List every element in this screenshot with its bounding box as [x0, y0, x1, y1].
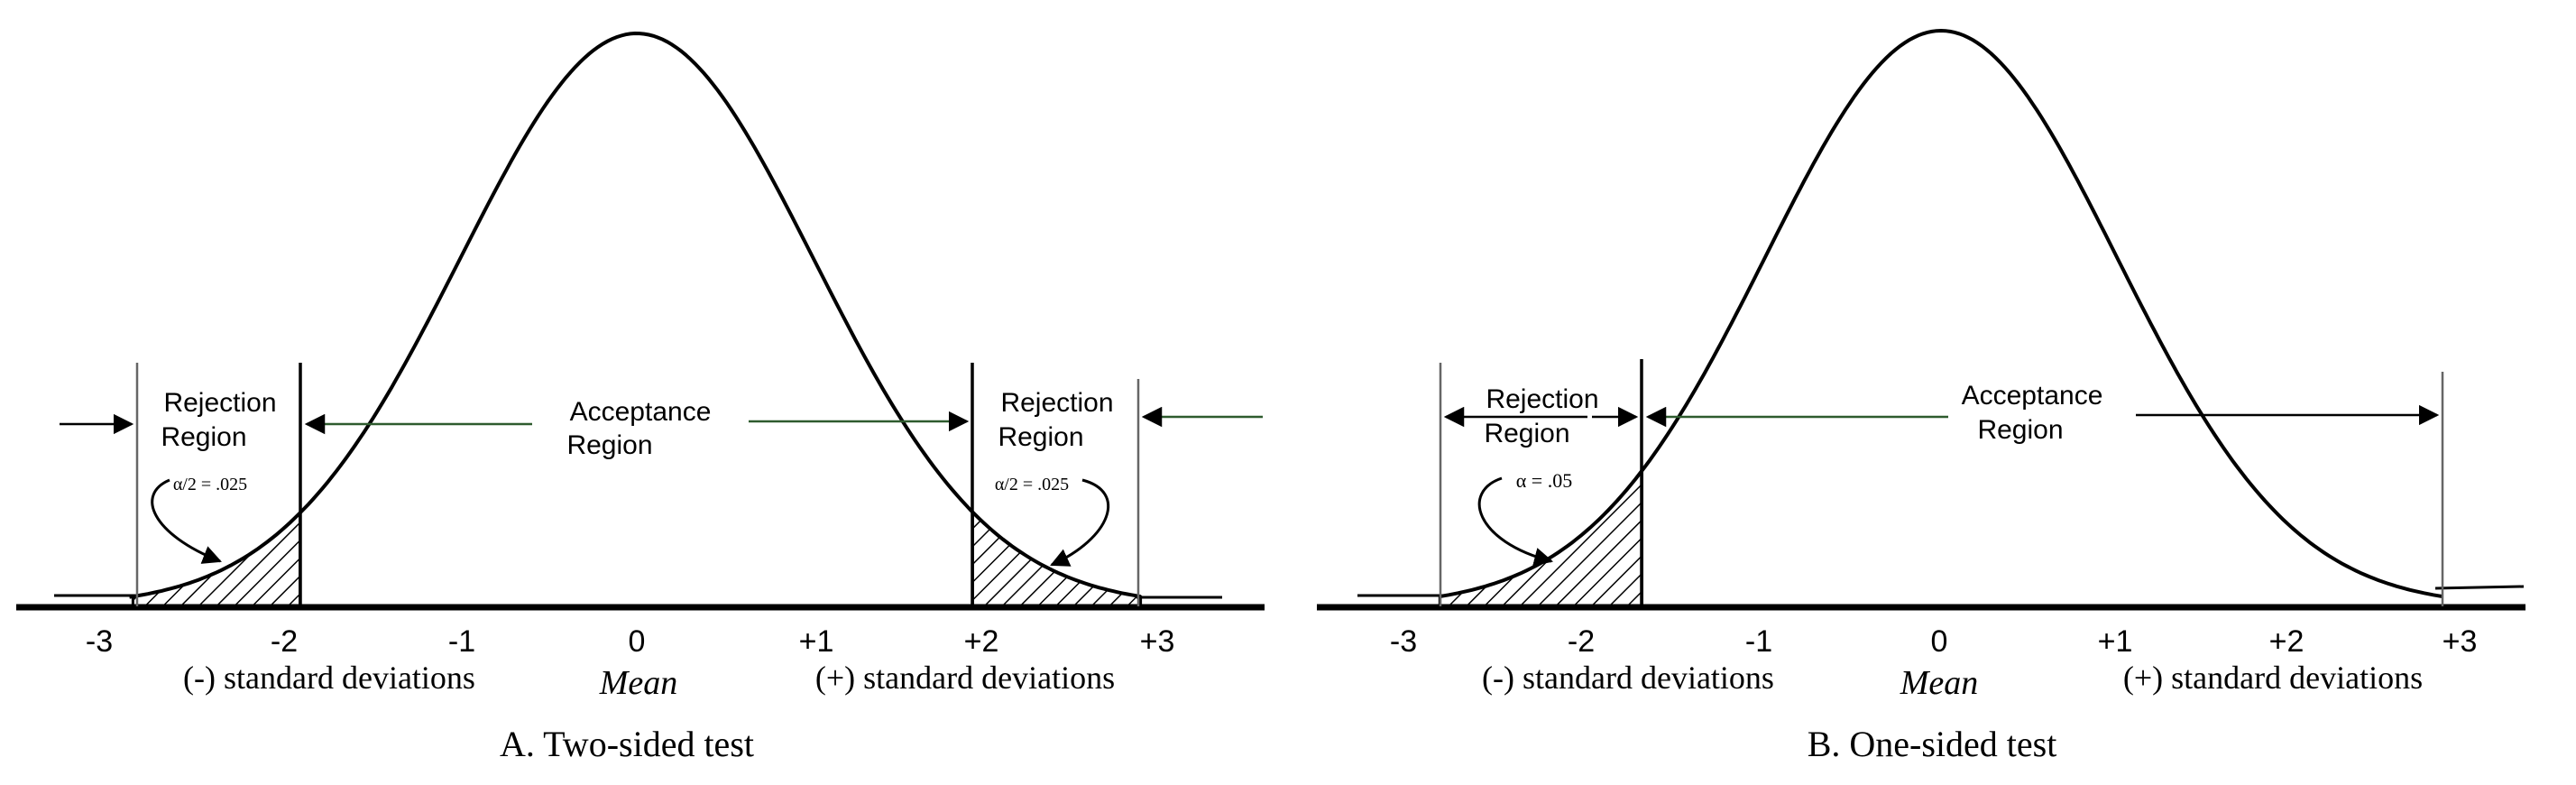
- positive-sd-label: (+) standard deviations: [2123, 660, 2423, 696]
- rejection-label-line2: Region: [1484, 419, 1569, 448]
- negative-sd-label: (-) standard deviations: [1482, 660, 1774, 696]
- mean-label: Mean: [1900, 664, 1979, 702]
- alpha-callout-arrow: [1477, 476, 1554, 567]
- acceptance-label-line2: Region: [1977, 415, 2063, 445]
- tick-label: -3: [1390, 624, 1417, 659]
- acceptance-label-line1: Acceptance: [1962, 381, 2103, 411]
- alpha-label-right: α/2 = .025: [995, 475, 1069, 494]
- rejection-label-right-line2: Region: [998, 422, 1083, 452]
- tick-label: -2: [1568, 624, 1595, 659]
- tick-label: +3: [2443, 624, 2478, 659]
- alpha-callout-arrow-right: [1050, 478, 1109, 567]
- alpha-callout-arrow-left: [151, 478, 222, 564]
- alpha-label: α = .05: [1516, 469, 1572, 492]
- tick-label: -2: [271, 624, 298, 659]
- panel-two-sided: Rejection Region Acceptance Region Rejec…: [16, 31, 1265, 764]
- panel-caption: B. One-sided test: [1808, 724, 2057, 764]
- rejection-label-line1: Rejection: [1486, 384, 1598, 414]
- curve-tail-right: [2434, 585, 2525, 590]
- mean-label: Mean: [599, 664, 678, 702]
- rejection-label-left-line1: Rejection: [163, 388, 276, 418]
- tick-label: +1: [799, 624, 834, 659]
- normal-curve: [129, 31, 1141, 599]
- tick-label: -1: [1745, 624, 1772, 659]
- tick-label: +2: [2269, 624, 2305, 659]
- tick-label: -1: [448, 624, 475, 659]
- x-tick-labels: -3 -2 -1 0 +1 +2 +3: [86, 624, 1175, 659]
- acceptance-label-line1: Acceptance: [570, 397, 712, 427]
- tick-label: +2: [964, 624, 999, 659]
- tick-label: +3: [1140, 624, 1175, 659]
- positive-sd-label: (+) standard deviations: [815, 660, 1115, 696]
- panel-one-sided: Rejection Region Acceptance Region α = .…: [1317, 28, 2525, 764]
- normal-curve: [1439, 28, 2443, 598]
- acceptance-label-line2: Region: [566, 430, 652, 460]
- negative-sd-label: (-) standard deviations: [183, 660, 475, 696]
- tick-label: +1: [2098, 624, 2133, 659]
- x-tick-labels: -3 -2 -1 0 +1 +2 +3: [1390, 624, 2478, 659]
- tick-label: 0: [629, 624, 646, 659]
- panel-caption: A. Two-sided test: [500, 724, 754, 764]
- rejection-label-left-line2: Region: [161, 422, 246, 452]
- tick-label: -3: [86, 624, 113, 659]
- tick-label: 0: [1931, 624, 1948, 659]
- alpha-label-left: α/2 = .025: [173, 475, 247, 494]
- rejection-label-right-line1: Rejection: [1000, 388, 1113, 418]
